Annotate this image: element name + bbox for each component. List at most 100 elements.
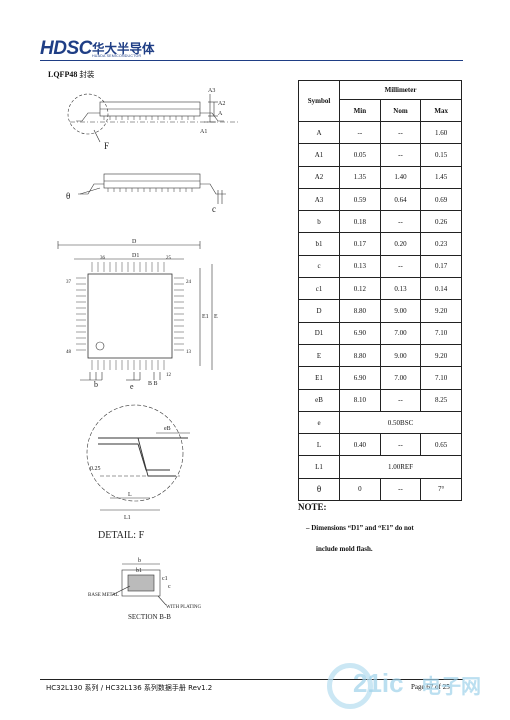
- cell-nom: --: [379, 120, 422, 145]
- label-A2: A2: [218, 101, 225, 107]
- cell-min: 8.80: [339, 343, 381, 368]
- section-bb-title: SECTION B-B: [128, 613, 171, 621]
- cell-symbol: A1: [297, 143, 341, 167]
- cell-nom: 7.00: [379, 366, 422, 390]
- cell-symbol: b: [297, 210, 341, 234]
- row-L-nom: --: [379, 433, 422, 457]
- cell-nom: 0.13: [379, 277, 422, 301]
- max-header: Max: [420, 99, 462, 122]
- cell-symbol: D1: [297, 321, 341, 345]
- table-row-L1: L1 1.00REF: [297, 455, 462, 479]
- table-row-theta: θ 0 -- 7°: [297, 477, 462, 502]
- cell-min: 1.35: [339, 165, 381, 189]
- min-header: Min: [339, 99, 381, 122]
- label-E1: E1: [202, 314, 209, 320]
- section-bb-view: b b1 c1 c BASE METAL WITH PLATING SECTIO…: [88, 558, 202, 621]
- side-view-top: A3 A2 A A1 F: [67, 88, 240, 151]
- pin-24: 24: [186, 280, 192, 285]
- cell-nom: --: [379, 254, 422, 279]
- company-name-cn: 华大半导体: [92, 41, 155, 56]
- row-theta-min: 0: [339, 477, 381, 502]
- cell-max: 0.14: [420, 277, 462, 301]
- base-metal-label: BASE METAL: [88, 593, 119, 598]
- cell-nom: --: [379, 388, 422, 412]
- label-A3: A3: [208, 88, 215, 94]
- section-title-package: LQFP48: [48, 70, 78, 79]
- label-eB: eB: [164, 426, 171, 432]
- watermark-number: 21ic: [353, 668, 404, 698]
- label-BB: B B: [148, 381, 158, 387]
- label-A1: A1: [200, 129, 207, 135]
- cell-min: 0.12: [339, 277, 381, 301]
- label-A: A: [218, 111, 223, 117]
- cell-max: 9.20: [420, 343, 462, 368]
- cell-max: 9.20: [420, 299, 462, 323]
- row-e-value: 0.50BSC: [339, 410, 462, 435]
- label-E: E: [214, 314, 218, 320]
- label-L: L: [128, 492, 132, 498]
- pin-36: 36: [100, 256, 106, 261]
- row-theta-nom: --: [379, 477, 422, 502]
- row-L-min: 0.40: [339, 433, 381, 457]
- detail-f-view: eB 0.25 L L1 DETAIL: F: [86, 404, 190, 541]
- symbol-header: Symbol: [297, 80, 341, 122]
- cell-symbol: c: [297, 254, 341, 279]
- watermark-text: 电子网: [421, 674, 481, 698]
- note-title: NOTE:: [298, 502, 327, 512]
- footer-doc-title-text: HC32L130 系列 / HC32L136 系列数据手册 Rev1.2: [46, 684, 213, 692]
- note-line-1: – Dimensions “D1” and “E1” do not: [306, 524, 414, 532]
- cell-symbol: A3: [297, 187, 341, 212]
- cell-min: 8.80: [339, 299, 381, 323]
- cell-max: 0.15: [420, 143, 462, 167]
- label-L1: L1: [124, 515, 131, 521]
- side-view-bottom: θ c: [66, 173, 226, 214]
- package-drawing: A3 A2 A A1 F θ c D D1 36 25 37: [57, 88, 240, 621]
- row-theta-max: 7°: [420, 477, 462, 502]
- cell-symbol: b1: [297, 232, 341, 256]
- label-c: c: [212, 204, 216, 214]
- cell-max: 0.69: [420, 187, 462, 212]
- cell-symbol: c1: [297, 277, 341, 301]
- pin-37: 37: [66, 280, 72, 285]
- cell-nom: 9.00: [379, 299, 422, 323]
- cell-symbol: D: [297, 299, 341, 323]
- header-divider: [40, 60, 463, 61]
- label-theta: θ: [66, 191, 70, 201]
- section-b1: b1: [136, 568, 142, 574]
- pin-13: 13: [186, 350, 192, 355]
- label-D1: D1: [132, 253, 139, 259]
- pin-12: 12: [166, 373, 172, 378]
- row-L1-symbol: L1: [297, 455, 341, 479]
- section-b: b: [138, 558, 141, 564]
- label-F: F: [104, 141, 109, 151]
- section-title: LQFP48 封装: [48, 69, 94, 80]
- cell-symbol: eB: [297, 388, 341, 412]
- footer-doc-title: HC32L130 系列 / HC32L136 系列数据手册 Rev1.2: [46, 683, 212, 693]
- cell-symbol: A: [297, 120, 341, 145]
- section-c: c: [168, 584, 171, 590]
- cell-min: 6.90: [339, 321, 381, 345]
- cell-min: 0.13: [339, 254, 381, 279]
- watermark-logo-icon: [327, 663, 373, 709]
- cell-nom: --: [379, 210, 422, 234]
- cell-nom: --: [379, 143, 422, 167]
- row-theta-symbol: θ: [297, 477, 341, 502]
- cell-max: 1.60: [420, 120, 462, 145]
- cell-min: 0.05: [339, 143, 381, 167]
- cell-nom: 0.20: [379, 232, 422, 256]
- with-plating-label: WITH PLATING: [166, 605, 202, 610]
- section-c1: c1: [162, 576, 168, 582]
- table-row-L: L 0.40 -- 0.65: [297, 433, 462, 457]
- cell-min: --: [339, 120, 381, 145]
- label-D: D: [132, 239, 137, 245]
